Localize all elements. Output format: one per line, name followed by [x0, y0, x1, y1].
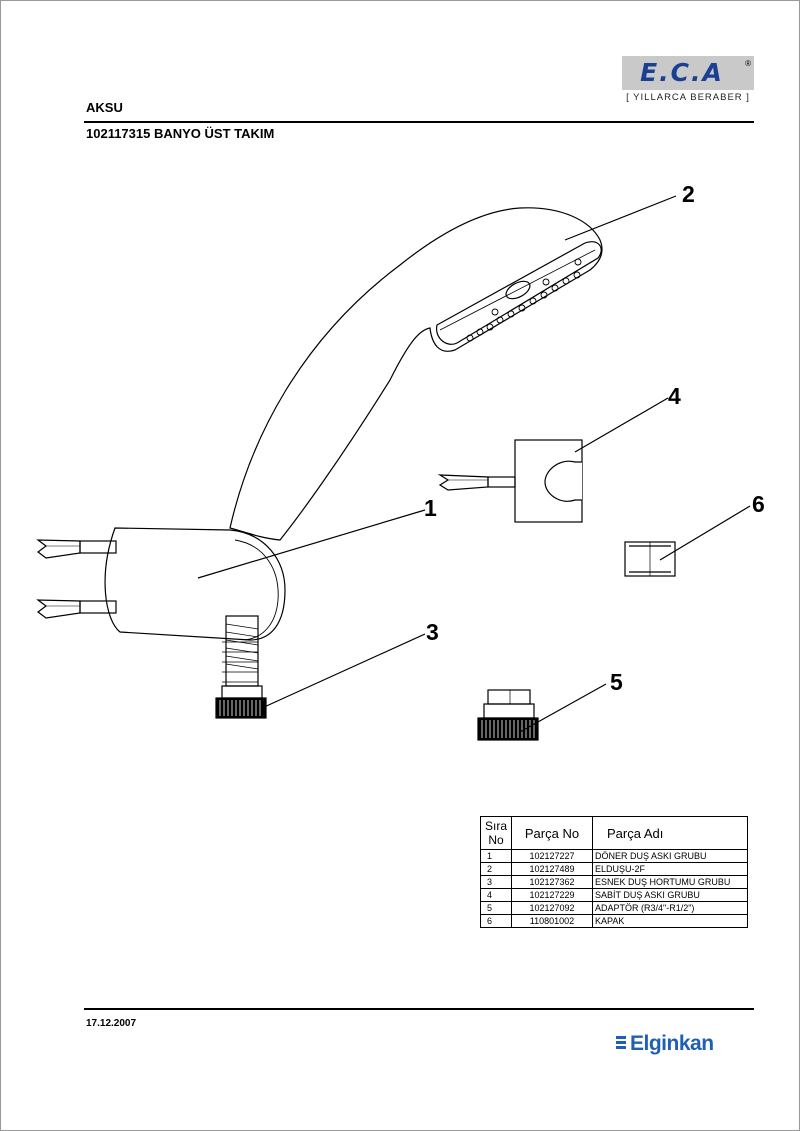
fixed-holder-drawing [437, 439, 583, 523]
elginkan-logo-text: Elginkan [630, 1032, 714, 1055]
leader-line-4 [574, 397, 669, 453]
header-parca-no: Parça No [511, 816, 593, 850]
callout-5: 5 [610, 669, 623, 695]
callout-6: 6 [752, 491, 765, 517]
part-name: ADAPTÖR (R3/4"-R1/2") [592, 901, 748, 915]
part-number: 102127227 [511, 849, 593, 863]
row-index: 6 [480, 914, 512, 928]
table-row: 3 102127362 ESNEK DUŞ HORTUMU GRUBU [480, 875, 748, 889]
callout-4: 4 [668, 383, 681, 409]
logo-slogan: [ YILLARCA BERABER ] [626, 92, 750, 103]
part-number: 110801002 [511, 914, 593, 928]
eca-logo-text: E.C.A [640, 58, 724, 87]
leader-line-1 [197, 509, 426, 579]
row-index: 2 [480, 862, 512, 876]
leader-line-5 [519, 683, 607, 733]
part-number: 102127229 [511, 888, 593, 902]
table-row: 6 110801002 KAPAK [480, 914, 748, 928]
part-number: 102127092 [511, 901, 593, 915]
table-row: 5 102127092 ADAPTÖR (R3/4"-R1/2") [480, 901, 748, 915]
leader-line-6 [659, 505, 751, 561]
table-row: 2 102127489 ELDUŞU-2F [480, 862, 748, 876]
part-number: 102127489 [511, 862, 593, 876]
callout-1: 1 [424, 495, 437, 521]
document-title: 102117315 BANYO ÜST TAKIM [86, 126, 275, 141]
eca-logo: E.C.A ® [622, 56, 754, 90]
hand-shower-drawing [229, 207, 603, 541]
part-name: DÖNER DUŞ ASKI GRUBU [592, 849, 748, 863]
callout-3: 3 [426, 619, 439, 645]
footer-divider [84, 1008, 754, 1010]
swivel-holder-drawing [36, 527, 286, 641]
table-row: 1 102127227 DÖNER DUŞ ASKI GRUBU [480, 849, 748, 863]
part-name: KAPAK [592, 914, 748, 928]
table-header-row: Sıra No Parça No Parça Adı [480, 816, 748, 850]
leader-line-2 [564, 195, 677, 241]
document-date: 17.12.2007 [86, 1018, 137, 1029]
part-number: 102127362 [511, 875, 593, 889]
leader-line-3 [261, 633, 426, 709]
row-index: 4 [480, 888, 512, 902]
part-name: ELDUŞU-2F [592, 862, 748, 876]
series-name: AKSU [86, 100, 123, 115]
parts-table: Sıra No Parça No Parça Adı 1 102127227 D… [480, 816, 748, 928]
row-index: 3 [480, 875, 512, 889]
part-name: SABİT DUŞ ASKI GRUBU [592, 888, 748, 902]
row-index: 1 [480, 849, 512, 863]
hose-end-drawing [215, 615, 267, 719]
registered-mark: ® [745, 59, 751, 68]
cap-drawing [624, 541, 676, 577]
part-name: ESNEK DUŞ HORTUMU GRUBU [592, 875, 748, 889]
adapter-drawing [477, 689, 539, 741]
header-divider [84, 121, 754, 123]
row-index: 5 [480, 901, 512, 915]
table-row: 4 102127229 SABİT DUŞ ASKI GRUBU [480, 888, 748, 902]
header-parca-adi: Parça Adı [592, 816, 748, 850]
exploded-view-drawing: 1 2 3 4 5 6 [36, 181, 765, 741]
header-sira-no: Sıra No [480, 816, 512, 850]
elginkan-mark-icon [616, 1036, 626, 1050]
callout-2: 2 [682, 181, 695, 207]
